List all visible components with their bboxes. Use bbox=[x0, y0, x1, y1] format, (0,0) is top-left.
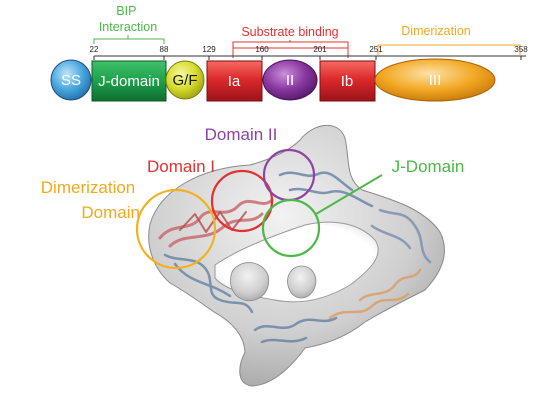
substrate-binding-label: Substrate binding bbox=[241, 25, 338, 39]
domain-ii-callout-label: Domain II bbox=[205, 125, 278, 144]
bip-interaction-region: BIP Interaction bbox=[93, 4, 165, 44]
domain-ss: SS bbox=[50, 59, 92, 101]
ib-label: Ib bbox=[341, 73, 354, 90]
tick-160: 160 bbox=[255, 45, 269, 54]
ribbon-blue-top bbox=[278, 171, 374, 208]
substrate-binding-region: Substrate binding bbox=[232, 25, 349, 58]
dimerization-domain-circle bbox=[135, 188, 217, 270]
jdomain-label: J-domain bbox=[98, 73, 160, 90]
j-domain-callout-label: J-Domain bbox=[392, 157, 465, 176]
substrate-bracket bbox=[232, 40, 349, 58]
density-knob bbox=[230, 262, 270, 302]
gf-shape bbox=[165, 60, 205, 100]
tick-marks bbox=[93, 56, 522, 60]
jdomain-shape bbox=[91, 60, 167, 102]
domain-gf: G/F bbox=[165, 60, 205, 100]
domain-i-circle bbox=[210, 169, 274, 233]
domain-j: J-domain bbox=[91, 60, 167, 102]
ia-label: Ia bbox=[228, 73, 241, 90]
tick-251: 251 bbox=[369, 45, 383, 54]
ss-label: SS bbox=[61, 72, 81, 89]
dimerization-callout-line-1: Dimerization bbox=[41, 178, 135, 197]
domain-iii: III bbox=[374, 58, 496, 102]
gf-label: G/F bbox=[173, 72, 198, 89]
j-domain-pointer bbox=[315, 174, 383, 215]
tick-129: 129 bbox=[202, 45, 216, 54]
domain-ia: Ia bbox=[206, 60, 263, 102]
residue-axis: 22 88 129 160 201 251 358 bbox=[90, 45, 528, 60]
ia-shape bbox=[206, 60, 263, 102]
dimerization-bracket bbox=[377, 44, 521, 55]
domain-i-callout-label: Domain I bbox=[147, 157, 215, 176]
ii-label: II bbox=[286, 72, 294, 89]
protein-ribbons bbox=[158, 171, 432, 344]
tick-201: 201 bbox=[313, 45, 327, 54]
tick-22: 22 bbox=[90, 45, 99, 54]
dimerization-callout-line-2: Domain bbox=[81, 203, 140, 222]
ribbon-orange bbox=[328, 268, 422, 320]
ii-shape bbox=[262, 59, 318, 101]
ribbon-red-2 bbox=[179, 211, 247, 233]
domain-ii: II bbox=[262, 59, 318, 101]
dimerization-domain-callout-label: Dimerization Domain bbox=[41, 178, 140, 222]
j-domain-circle bbox=[261, 198, 321, 258]
dimerization-region: Dimerization bbox=[377, 24, 521, 55]
density-knob-2 bbox=[287, 265, 317, 299]
ribbon-blue-right bbox=[370, 208, 432, 264]
tick-358: 358 bbox=[514, 45, 528, 54]
ss-shape bbox=[50, 59, 92, 101]
bip-interaction-label: BIP Interaction bbox=[99, 4, 157, 34]
domain-ib: Ib bbox=[319, 60, 376, 102]
ribbon-red bbox=[158, 198, 274, 248]
bip-bracket bbox=[93, 35, 165, 44]
tick-88: 88 bbox=[160, 45, 169, 54]
ib-shape bbox=[319, 60, 376, 102]
bip-label-line-1: BIP bbox=[116, 4, 136, 18]
ribbon-blue-bottom bbox=[253, 316, 338, 344]
iii-label: III bbox=[429, 72, 442, 89]
iii-shape bbox=[374, 58, 496, 102]
bip-label-line-2: Interaction bbox=[99, 20, 157, 34]
dimerization-label: Dimerization bbox=[401, 24, 471, 38]
